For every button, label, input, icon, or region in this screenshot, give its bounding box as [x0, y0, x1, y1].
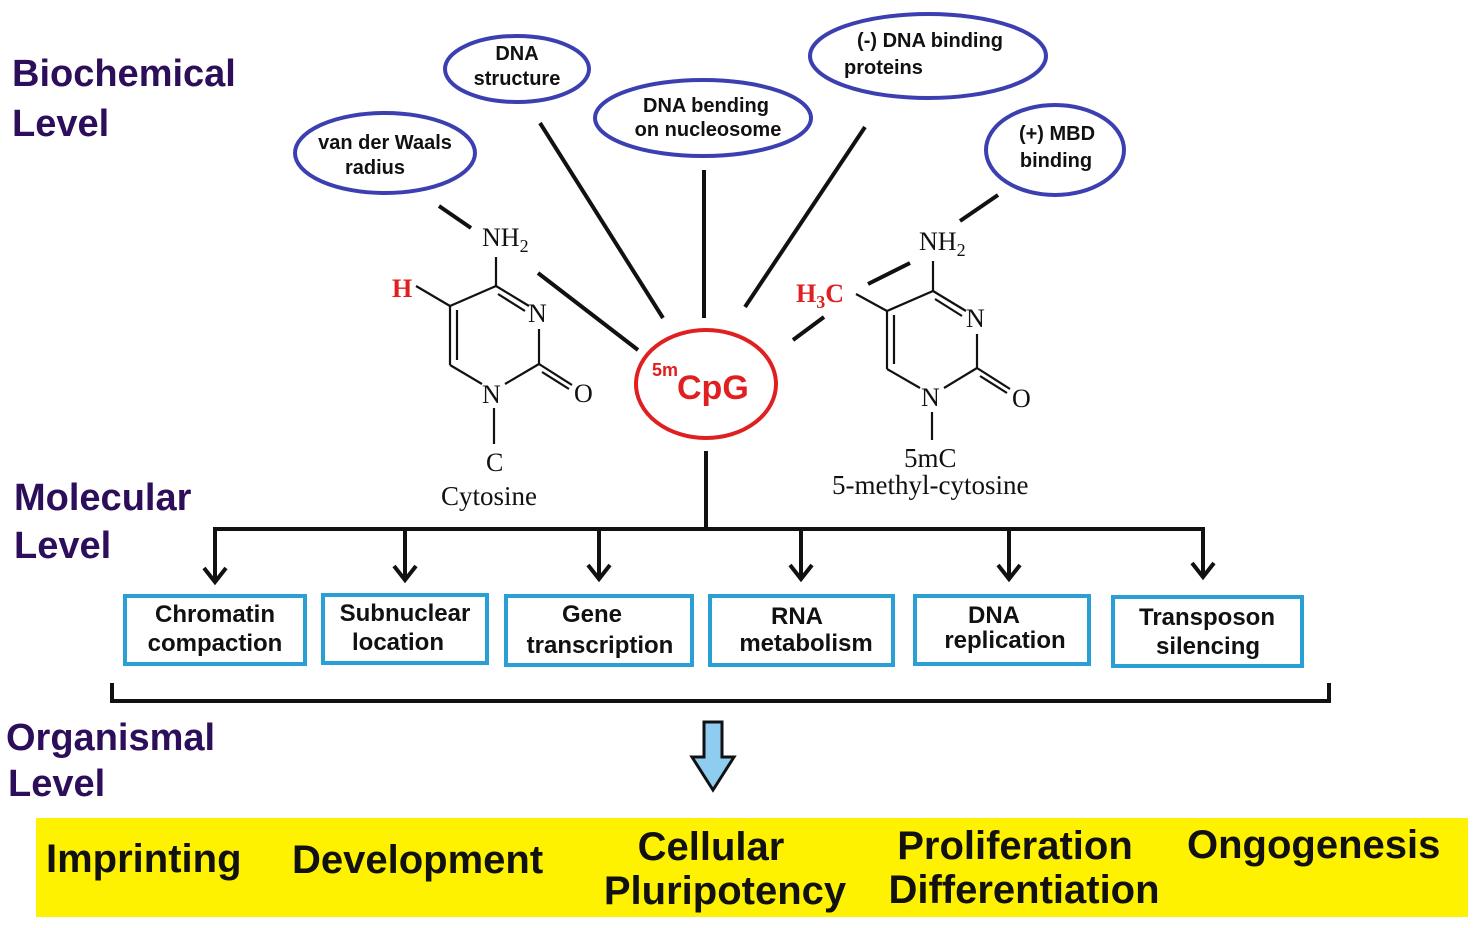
- arrow-to-chromatin-compaction: [202, 529, 228, 586]
- process-gene-transcription-line2: transcription: [527, 632, 674, 659]
- methylcytosine-name: 5-methyl-cytosine: [832, 470, 1028, 500]
- molecular-level-title-line1: Molecular: [14, 477, 192, 519]
- bubble-neg-dna-binding-line1: (-) DNA binding: [857, 30, 1003, 52]
- methylcytosine-structure: NH2 H3C N N O 5mC 5-methyl-cytosine: [796, 227, 1031, 500]
- process-gene-transcription-line1: Gene: [562, 601, 622, 628]
- methylcytosine-n3: N: [966, 304, 985, 333]
- process-dna-replication-line2: replication: [944, 627, 1065, 654]
- center-5mcpg: 5m CpG: [634, 328, 778, 440]
- methylcytosine-oxygen: O: [1012, 384, 1031, 413]
- cytosine-h-substituent: H: [392, 274, 412, 303]
- methylcytosine-bond-c2-n1: [943, 367, 978, 389]
- bubble-neg-dna-binding-line2: proteins: [844, 57, 923, 79]
- organismal-level-title-line2: Level: [8, 763, 105, 805]
- bubble-pos-mbd-binding-line2: binding: [1020, 150, 1092, 172]
- process-arrows: [202, 529, 1216, 586]
- cytosine-carbon: C: [486, 448, 503, 477]
- bubble-neg-dna-binding: (-) DNA binding proteins: [808, 12, 1048, 100]
- process-subnuclear-location-line2: location: [352, 629, 444, 656]
- connector-mbd: [958, 193, 1000, 223]
- methylcytosine-bond-c5-c4: [886, 289, 934, 313]
- methylcytosine-bond-n1-c6: [886, 368, 921, 389]
- outcome-development: Development: [292, 838, 543, 882]
- methylcytosine-methyl-group: H3C: [796, 279, 844, 312]
- cytosine-bond-c2-o: [538, 363, 573, 386]
- bubble-van-der-waals-line2: radius: [345, 157, 405, 179]
- cytosine-bond-c4-n3: [495, 285, 530, 307]
- methylcytosine-bond-c4-n3-double: [934, 298, 963, 317]
- process-dna-replication: DNA replication: [913, 594, 1091, 666]
- cytosine-name: Cytosine: [441, 481, 537, 511]
- bubble-dna-bending-line1: DNA bending: [643, 95, 769, 117]
- outcome-proliferation-differentiation-line2: Differentiation: [888, 868, 1159, 912]
- bubble-pos-mbd-binding: (+) MBD binding: [984, 103, 1126, 197]
- cytosine-bond-n1-c6: [449, 364, 483, 385]
- cytosine-structure: NH2 H N N O C Cytosine: [392, 223, 593, 511]
- connector-methyl-amine: [867, 261, 911, 286]
- bubble-dna-bending: DNA bending on nucleosome: [593, 78, 813, 158]
- process-chromatin-compaction-line2: compaction: [148, 630, 283, 657]
- methylcytosine-n1: N: [921, 383, 940, 412]
- bubble-pos-mbd-binding-line1: (+) MBD: [1019, 123, 1095, 145]
- bubble-dna-structure-line1: DNA: [495, 43, 538, 65]
- bubble-dna-structure-line2: structure: [474, 68, 561, 90]
- process-chromatin-compaction: Chromatin compaction: [123, 594, 307, 666]
- process-transposon-silencing-line1: Transposon: [1139, 604, 1275, 631]
- connector-dna-binding: [743, 125, 867, 309]
- bubble-dna-structure: DNA structure: [443, 34, 591, 104]
- outcome-cellular-pluripotency-line1: Cellular: [638, 825, 785, 869]
- process-transposon-silencing: Transposon silencing: [1111, 595, 1304, 668]
- bubble-van-der-waals-line1: van der Waals: [318, 132, 452, 154]
- center-label: CpG: [677, 369, 749, 407]
- methylcytosine-amine: NH2: [919, 227, 966, 260]
- connector-methylcytosine: [791, 315, 826, 342]
- process-subnuclear-location-line1: Subnuclear: [340, 600, 471, 627]
- cytosine-bond-c5-h: [415, 285, 451, 307]
- methylcytosine-bond-c2-o: [976, 367, 1011, 390]
- connector-dna-structure: [538, 121, 665, 320]
- process-chromatin-compaction-line1: Chromatin: [155, 601, 275, 628]
- methylcytosine-bond-c5-methyl: [855, 293, 888, 312]
- arrow-to-rna-metabolism: [788, 529, 814, 583]
- outcomes-band: [36, 818, 1468, 917]
- cytosine-oxygen: O: [574, 379, 593, 408]
- cytosine-n3: N: [528, 299, 547, 328]
- outcome-proliferation-differentiation-line1: Proliferation: [897, 824, 1133, 868]
- arrow-to-dna-replication: [996, 529, 1022, 583]
- arrow-to-transposon-silencing: [1190, 529, 1216, 581]
- arrow-to-gene-transcription: [586, 529, 612, 583]
- down-arrow-icon: [689, 720, 737, 793]
- outcome-cellular-pluripotency-line2: Pluripotency: [604, 869, 847, 913]
- biochemical-level-title-line1: Biochemical: [12, 53, 236, 95]
- arrow-to-subnuclear-location: [392, 529, 418, 584]
- bubble-dna-bending-line2: on nucleosome: [635, 119, 782, 141]
- biochemical-level-title-line2: Level: [12, 103, 109, 145]
- cytosine-bond-c2-n1: [504, 363, 540, 385]
- methylcytosine-bond-c4-n3: [932, 290, 967, 312]
- cytosine-bond-c4-n3-double: [497, 293, 526, 312]
- process-dna-replication-line1: DNA: [968, 602, 1020, 629]
- connector-cytosine: [536, 271, 640, 352]
- molecular-level-title-line2: Level: [14, 525, 111, 567]
- process-rna-metabolism-line1: RNA: [771, 603, 823, 630]
- process-transposon-silencing-line2: silencing: [1156, 633, 1260, 660]
- cytosine-bond-c5-c4: [449, 284, 497, 308]
- process-rna-metabolism: RNA metabolism: [708, 594, 895, 667]
- cytosine-bond-c2-o-double: [541, 371, 570, 390]
- connector-vdw: [437, 204, 473, 230]
- methylcytosine-abbrev: 5mC: [904, 443, 957, 473]
- center-superscript: 5m: [652, 360, 678, 380]
- bubble-van-der-waals: van der Waals radius: [293, 111, 477, 195]
- cytosine-amine: NH2: [482, 223, 529, 256]
- process-gene-transcription: Gene transcription: [504, 594, 694, 667]
- cytosine-n1: N: [482, 380, 501, 409]
- outcome-ongogenesis: Ongogenesis: [1187, 823, 1440, 867]
- process-subnuclear-location: Subnuclear location: [321, 593, 489, 665]
- outcome-imprinting: Imprinting: [46, 837, 242, 881]
- organismal-level-title-line1: Organismal: [6, 717, 215, 759]
- grouping-bracket: [110, 683, 1331, 703]
- process-rna-metabolism-line2: metabolism: [739, 630, 872, 657]
- methylcytosine-bond-c2-o-double: [979, 375, 1008, 394]
